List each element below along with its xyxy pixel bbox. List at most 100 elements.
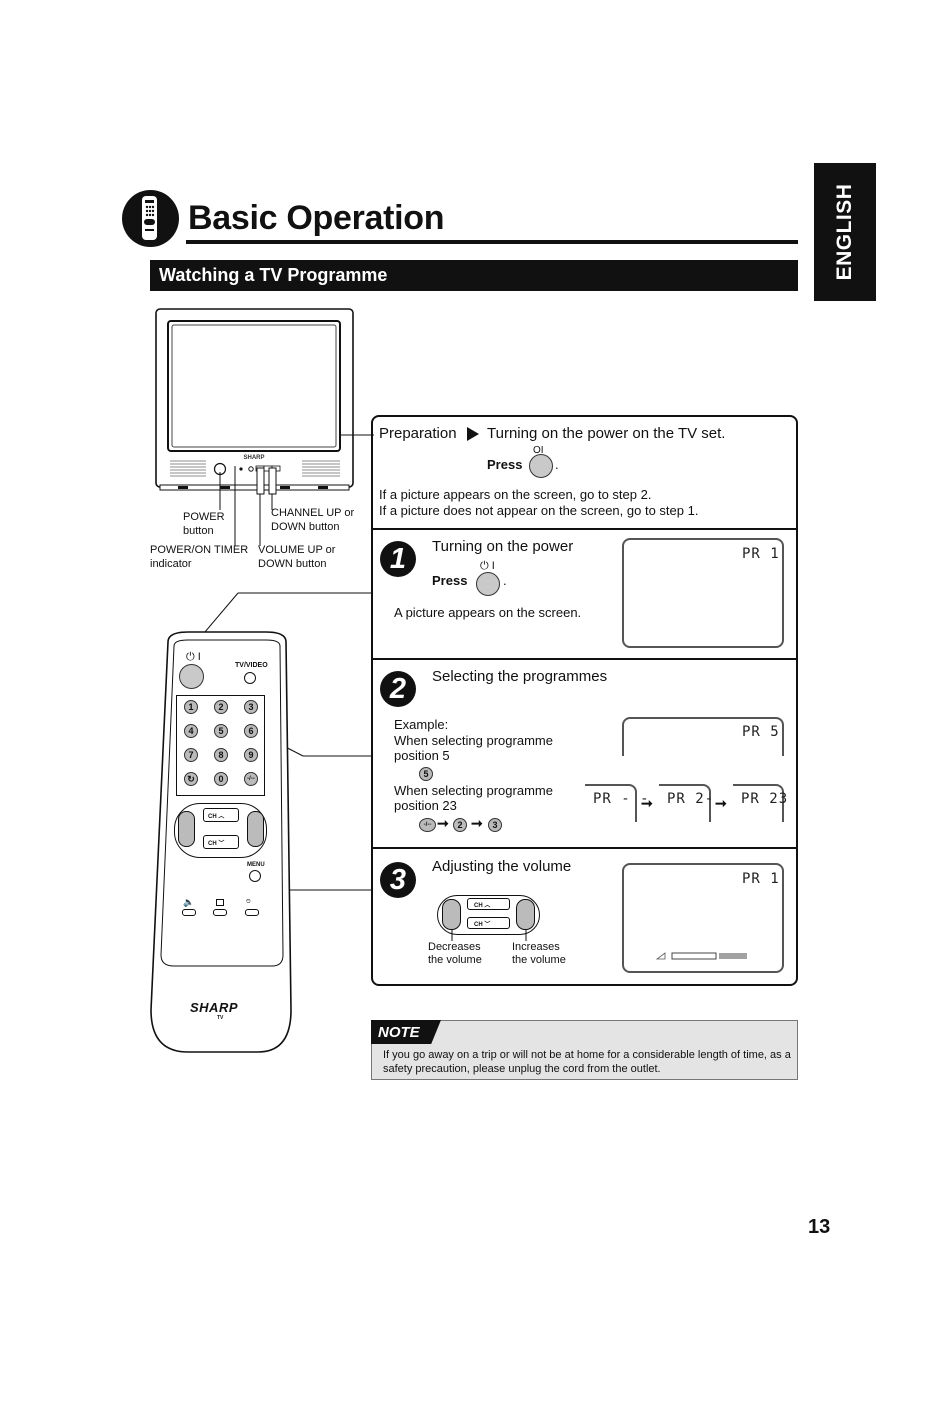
step-2-osd-dash: PR - - [593,791,650,807]
step-1-description: A picture appears on the screen. [394,605,582,620]
flashback-button[interactable]: ↻ [184,772,198,786]
step-1-power-button[interactable] [476,572,500,596]
remote-power-button[interactable] [179,664,204,689]
callout-power-timer-indicator-text: POWER/ON TIMER indicator [150,544,249,570]
callout-channel-button-text: CHANNEL UP or DOWN button [271,507,355,533]
volume-down-button[interactable] [442,899,461,930]
digit-6-button[interactable]: 6 [244,724,258,738]
remote-vol-down-button[interactable] [178,811,195,847]
example-key-double-digit: -/-- [419,818,436,832]
mute-icon: 🔈 [183,897,195,907]
period: . [555,457,559,472]
section-heading: Watching a TV Programme [150,260,798,291]
note-text: If you go away on a trip or will not be … [383,1049,791,1075]
instructions-box [371,415,798,986]
digit-0-button[interactable]: 0 [214,772,228,786]
step-1-title: Turning on the power [432,538,574,555]
step-1-press-label: Press [432,573,468,588]
note-label: NOTE [378,1024,420,1041]
note-tag [371,1020,441,1044]
tv-brand: SHARP [243,455,264,461]
timer-icon: ⏲ [246,899,251,905]
remote-ch-vol-cluster [174,803,267,858]
increase-volume-label: Increases the volume [512,941,566,966]
step-3-ch-down-label: CH [474,922,483,928]
step-2-title: Selecting the programmes [432,668,608,685]
example-key-5: 5 [419,767,433,781]
step-2-example-2: When selecting programme position 23 [394,783,553,813]
menu-label: MENU [247,862,265,868]
display-button[interactable] [213,909,227,916]
step-2-example-1: When selecting programme position 5 [394,733,553,763]
tv-set-illustration: SHARP [155,308,354,491]
note-box [371,1020,798,1080]
tv-callout-lines [219,466,277,546]
step-3-number: 3 [380,862,416,898]
step-2-osd-2: PR 2- [667,791,715,807]
step-3-ch-up-button[interactable]: CH ︿ [467,898,510,910]
keypad-group [176,695,265,796]
menu-button[interactable] [249,870,261,882]
preparation-press-label: Press [487,457,523,472]
period: . [503,573,507,588]
example-key-3: 3 [488,818,502,832]
main-power-button[interactable] [529,454,553,478]
decrease-volume-label: Decreases the volume [428,941,482,966]
step-1-osd: PR 1 [742,546,780,562]
volume-callout-lines [451,930,527,941]
tv-video-label: TV/VIDEO [235,662,268,669]
step-1-power-symbol: ⏻ I [480,560,495,572]
arrow-icon: ➞ [715,795,727,811]
callout-volume-button: VOLUME UP or DOWN button [258,543,335,571]
step-1-screen: PR 1 [622,538,784,648]
preparation-title: Turning on the power on the TV set. [487,425,726,442]
callout-volume-button-text: VOLUME UP or DOWN button [258,544,336,570]
play-arrow-icon [467,427,479,441]
title-rule [186,240,798,244]
digit-4-button[interactable]: 4 [184,724,198,738]
arrow-icon: ➞ [437,815,449,831]
step-3-title: Adjusting the volume [432,858,572,875]
remote-brand-logo: SHARP [190,1000,239,1015]
tv-video-button[interactable] [244,672,256,684]
remote-control-icon [122,190,179,247]
preparation-label: Preparation [379,425,457,442]
page-number: 13 [808,1216,831,1238]
callout-power-button: POWER button [183,510,225,538]
volume-cluster [437,895,540,935]
step-1-number: 1 [380,541,416,577]
remote-ch-up-button[interactable]: CH ︿ [203,808,239,822]
volume-up-button[interactable] [516,899,535,930]
step-2-screen-23: PR 23 [733,784,787,822]
remote-sub-brand: TV [217,1015,224,1021]
digit-5-button[interactable]: 5 [214,724,228,738]
timer-button[interactable] [245,909,259,916]
remote-vol-up-button[interactable] [247,811,264,847]
digit-1-button[interactable]: 1 [184,700,198,714]
digit-3-button[interactable]: 3 [244,700,258,714]
digit-9-button[interactable]: 9 [244,748,258,762]
remote-ch-down-button[interactable]: CH ﹀ [203,835,239,849]
volume-bar [656,952,747,960]
double-digit-button[interactable]: -/-- [244,772,258,786]
arrow-icon: ➞ [471,815,483,831]
tv-to-box-line [340,434,374,436]
step-2-osd-23: PR 23 [741,791,789,807]
digit-2-button[interactable]: 2 [214,700,228,714]
mute-button[interactable] [182,909,196,916]
digit-7-button[interactable]: 7 [184,748,198,762]
display-icon [216,899,224,906]
step-3-ch-down-button[interactable]: CH ﹀ [467,917,510,929]
step-2-screen-2: PR 2- [659,784,715,822]
language-tab-label: ENGLISH [833,183,856,281]
preparation-line-2: If a picture does not appear on the scre… [379,503,699,518]
divider-step1 [373,658,796,660]
step-2-screen-5: PR 5 [622,717,784,756]
step-3-screen: PR 1 [622,863,784,973]
example-key-2: 2 [453,818,467,832]
preparation-line-1: If a picture appears on the screen, go t… [379,487,652,502]
remote-ch-up-label: CH [208,814,217,820]
digit-8-button[interactable]: 8 [214,748,228,762]
callout-power-button-text: POWER button [183,511,225,537]
callout-power-timer-indicator: POWER/ON TIMER indicator [150,543,248,571]
